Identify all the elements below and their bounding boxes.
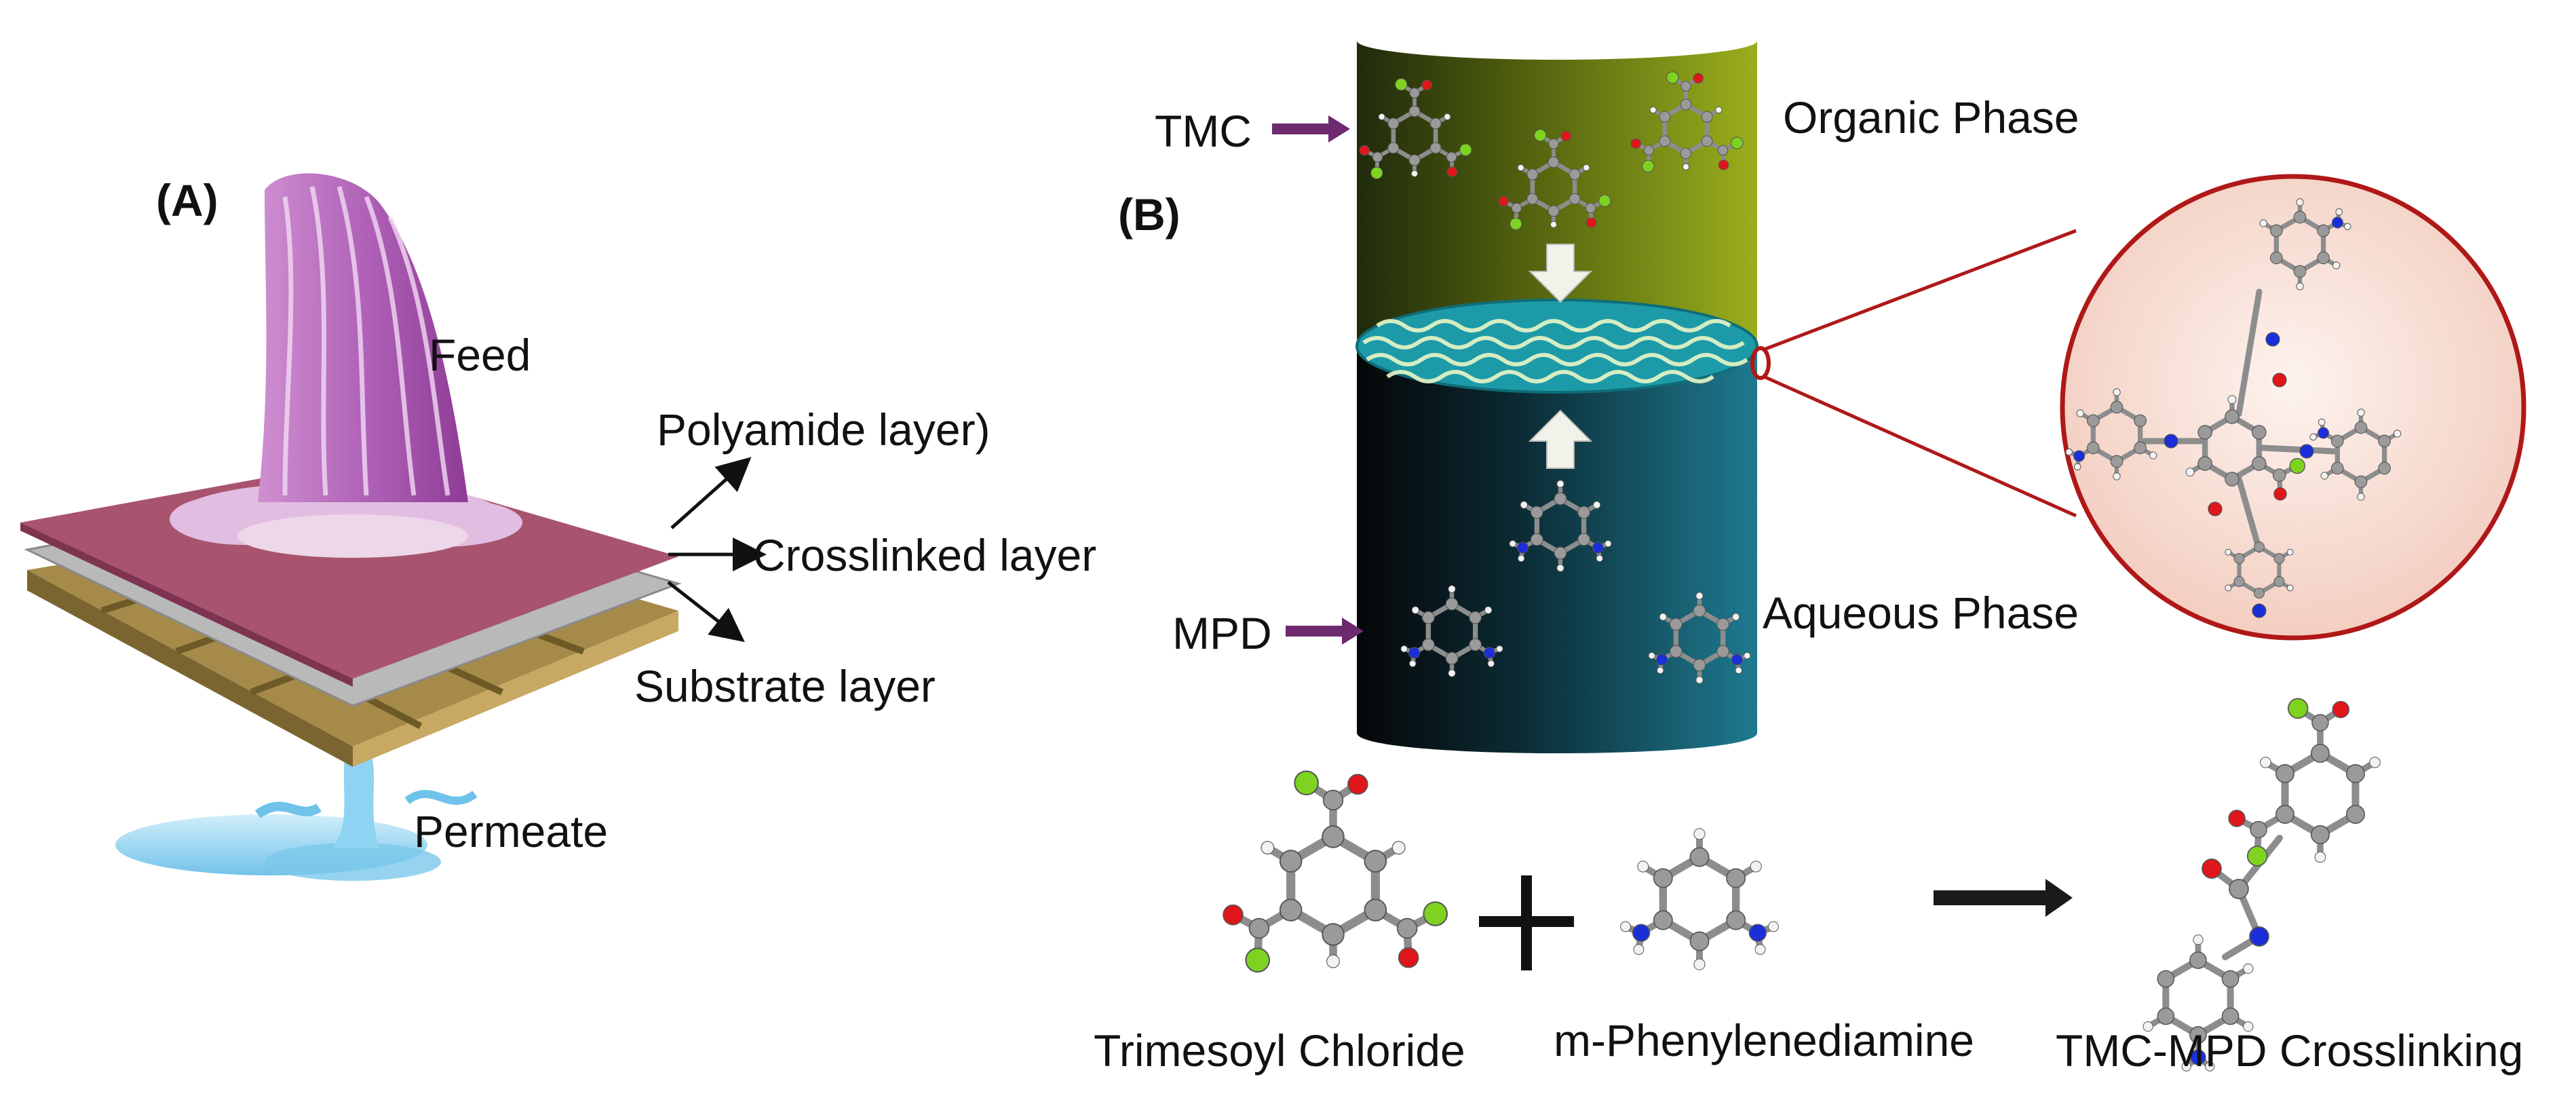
permeate-label: Permeate	[414, 806, 609, 856]
zoom-callout	[1750, 174, 2526, 641]
tmc-molecule-3	[1630, 71, 1744, 173]
tmc-mpd-product-tmc-ring	[2228, 698, 2381, 867]
up-arrow	[1528, 409, 1593, 469]
zoom-ring-bottom	[2225, 542, 2294, 599]
permeate-water	[115, 746, 478, 881]
zoom-ring-left	[2065, 388, 2157, 480]
panel-b-label: (B)	[1118, 189, 1180, 240]
layer-pointers	[667, 457, 767, 643]
m-phenylenediamine-molecule	[1620, 828, 1779, 970]
organic-phase-label: Organic Phase	[1783, 92, 2079, 143]
zoom-ring-center	[2185, 395, 2305, 501]
zoom-ring-right	[2309, 409, 2402, 501]
feed-waterfall	[258, 173, 468, 502]
plus-sign	[1479, 875, 1574, 970]
membrane-illustration	[20, 173, 767, 881]
mpd-label: MPD	[1172, 608, 1272, 658]
tmc-mpd-product-molecule	[2202, 835, 2283, 960]
mpd-molecule-3	[1648, 592, 1751, 684]
interfacial-cylinder	[1356, 22, 1758, 753]
panel-a-label: (A)	[156, 175, 218, 225]
reaction-arrow	[1934, 879, 2073, 917]
tmc-arrow	[1272, 115, 1350, 143]
trimesoyl-chloride-label: Trimesoyl Chloride	[1094, 1025, 1465, 1076]
tmc-molecule-2	[1498, 129, 1611, 231]
zoom-amide-links	[2140, 288, 2337, 618]
molecule-layer	[1223, 71, 2402, 1072]
mpd-molecule-2	[1509, 480, 1612, 572]
tmc-mpd-product-mpd-ring	[2142, 934, 2254, 1072]
tmc-mpd-crosslinking-label: TMC-MPD Crosslinking	[2056, 1025, 2524, 1076]
aqueous-phase-label: Aqueous Phase	[1763, 588, 2079, 638]
zoom-circle	[2060, 174, 2526, 641]
tmc-label: TMC	[1155, 106, 1252, 156]
polyamide-layer-label: Polyamide layer)	[657, 404, 991, 455]
trimesoyl-chloride-molecule	[1223, 770, 1448, 973]
substrate-layer-label: Substrate layer	[634, 661, 936, 711]
zoom-ring-top	[2259, 198, 2351, 290]
crosslinked-layer-label: Crosslinked layer	[753, 530, 1097, 580]
mpd-arrow	[1286, 618, 1364, 645]
m-phenylenediamine-label: m-Phenylenediamine	[1554, 1015, 1975, 1065]
down-arrow	[1528, 244, 1593, 303]
feed-label: Feed	[429, 330, 531, 380]
mpd-molecule-1	[1400, 585, 1503, 677]
feed-foam	[170, 482, 522, 558]
tmc-molecule-1	[1359, 78, 1472, 180]
organic-phase-shape	[1357, 41, 1757, 339]
